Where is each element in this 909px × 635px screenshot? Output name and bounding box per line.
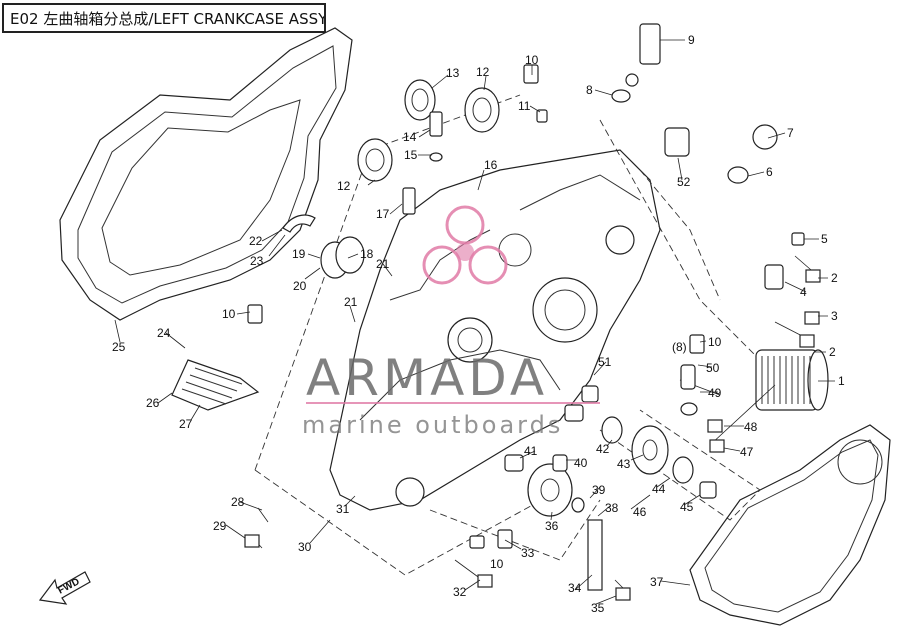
- callout-27: 27: [179, 417, 193, 431]
- bearing-12-top: [464, 87, 500, 133]
- callout-48: 48: [744, 420, 758, 434]
- gear-43: [631, 425, 669, 475]
- crankcase-body: [329, 149, 661, 511]
- callout-41: 41: [524, 444, 538, 458]
- callout-25: 25: [112, 340, 126, 354]
- callout-7: 7: [787, 126, 794, 140]
- oil-filter-1: [755, 349, 829, 411]
- callout-15: 15: [404, 148, 418, 162]
- bolts: [244, 255, 821, 601]
- callout-5: 5: [821, 232, 828, 246]
- callout-21-lower: 21: [344, 295, 358, 309]
- callout-31: 31: [336, 502, 350, 516]
- bushing-18: [320, 236, 365, 279]
- callout-52: 52: [677, 175, 691, 189]
- callout-4: 4: [800, 285, 807, 299]
- callout-labels: 1 2 2 3 4 5 6 7 8 9 10 10 10 10 (8) 11 1…: [112, 33, 845, 615]
- bearing-13: [404, 79, 436, 121]
- callout-44: 44: [652, 482, 666, 496]
- callout-33: 33: [521, 546, 535, 560]
- callout-18: 18: [360, 247, 374, 261]
- callout-8: 8: [586, 83, 593, 97]
- callout-10-bottom: 10: [490, 557, 504, 571]
- callout-50: 50: [706, 361, 720, 375]
- callout-1: 1: [838, 374, 845, 388]
- callout-12-left: 12: [337, 179, 351, 193]
- strainer-27: [171, 359, 260, 411]
- callout-28: 28: [231, 495, 245, 509]
- callout-21-upper: 21: [376, 257, 390, 271]
- callout-8-ref: (8): [672, 340, 687, 354]
- fwd-arrow: FWD: [38, 571, 91, 605]
- callout-2-upper: 2: [831, 271, 838, 285]
- callout-10-left: 10: [222, 307, 236, 321]
- callout-36: 36: [545, 519, 559, 533]
- gear-36: [527, 463, 573, 517]
- callout-9: 9: [688, 33, 695, 47]
- callout-14: 14: [403, 130, 417, 144]
- callout-23: 23: [250, 254, 264, 268]
- callout-24: 24: [157, 326, 171, 340]
- callout-43: 43: [617, 457, 631, 471]
- callout-35: 35: [591, 601, 605, 615]
- right-gasket: [689, 424, 891, 626]
- callout-3: 3: [831, 309, 838, 323]
- watermark-tagline: marine outboards: [302, 411, 563, 439]
- callout-2-lower: 2: [829, 345, 836, 359]
- callout-51: 51: [598, 355, 612, 369]
- callout-30: 30: [298, 540, 312, 554]
- plug-9: [625, 23, 661, 87]
- callout-45: 45: [680, 500, 694, 514]
- callout-13: 13: [446, 66, 460, 80]
- callout-19: 19: [292, 247, 306, 261]
- callout-17: 17: [376, 207, 390, 221]
- watermark-brand: ARMADA: [306, 349, 548, 407]
- callout-38: 38: [605, 501, 619, 515]
- three-circle-emblem-icon: [422, 205, 508, 285]
- diagram-title: E02 左曲轴箱分总成/LEFT CRANKCASE ASSY: [2, 3, 326, 33]
- callout-26: 26: [146, 396, 160, 410]
- callout-49: 49: [708, 386, 722, 400]
- watermark: ARMADA marine outboards: [302, 205, 600, 439]
- callout-40: 40: [574, 456, 588, 470]
- plug-7: [727, 124, 778, 184]
- callout-42: 42: [596, 442, 610, 456]
- callout-32: 32: [453, 585, 467, 599]
- cap-52: [664, 127, 690, 157]
- callout-16: 16: [484, 158, 498, 172]
- callout-11: 11: [518, 99, 531, 113]
- callout-22: 22: [249, 234, 263, 248]
- callout-10-top: 10: [525, 53, 539, 67]
- left-gasket: [59, 27, 353, 321]
- callout-39: 39: [592, 483, 606, 497]
- callout-29: 29: [213, 519, 227, 533]
- callout-leaders: [114, 39, 835, 605]
- callout-46: 46: [633, 505, 647, 519]
- callout-20: 20: [293, 279, 307, 293]
- callout-37: 37: [650, 575, 664, 589]
- callout-6: 6: [766, 165, 773, 179]
- callout-10-right: 10: [708, 335, 722, 349]
- callout-12-top: 12: [476, 65, 490, 79]
- callout-34: 34: [568, 581, 582, 595]
- bearing-12-left: [357, 138, 393, 182]
- misc-small-parts: [247, 64, 805, 591]
- callout-47: 47: [740, 445, 754, 459]
